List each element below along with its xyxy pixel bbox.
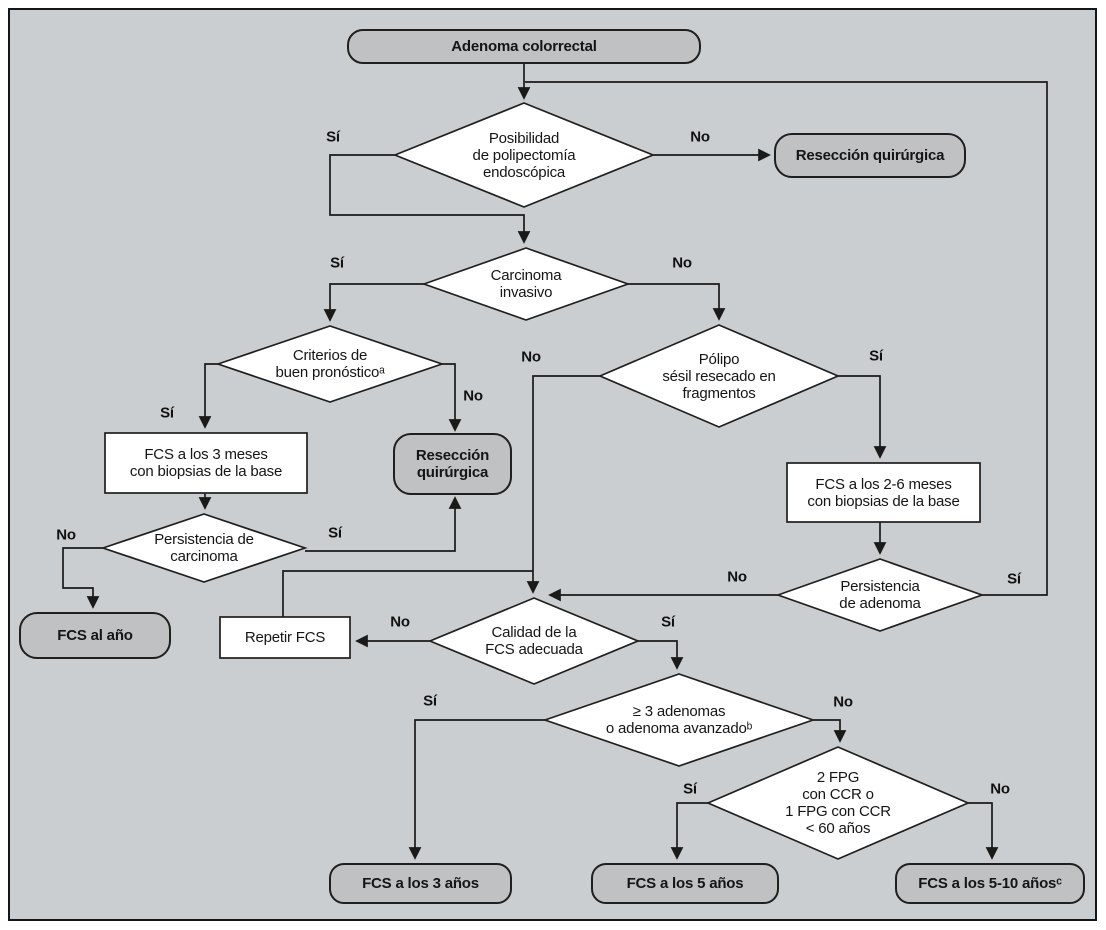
d-calidad-shape bbox=[427, 597, 641, 685]
reseccion-mid-shape bbox=[393, 433, 512, 495]
fcs-3-anos-shape bbox=[329, 863, 512, 904]
edge-polipectomia-si-carcinoma bbox=[329, 154, 531, 244]
fcs-5-anos-shape bbox=[591, 863, 779, 904]
edge-fpg-si-fcs5y bbox=[670, 802, 708, 860]
edge-pers-carcinoma-si-surgery bbox=[305, 496, 462, 552]
d-criterios-shape bbox=[215, 325, 445, 403]
edge-adenomas-si-fcs3y bbox=[408, 719, 545, 860]
d-pers-adenoma-shape bbox=[775, 558, 985, 632]
edge-polipo-si-fcs26m bbox=[838, 375, 887, 459]
edge-pers-carcinoma-no-fcs1y bbox=[62, 547, 103, 609]
fcs-510-anos-shape bbox=[895, 863, 1085, 904]
d-adenomas-shape bbox=[542, 673, 816, 767]
edge-criterios-si-fcs3m bbox=[198, 363, 218, 429]
d-polipo-shape bbox=[597, 324, 841, 428]
fcs-3-meses-shape bbox=[104, 432, 308, 494]
d-pers-carcinoma-shape bbox=[100, 513, 308, 583]
edge-pers-adenoma-si-loop bbox=[525, 81, 1048, 596]
edge-fpg-no-fcs510y bbox=[968, 802, 999, 860]
edge-repetir-loop bbox=[282, 570, 533, 617]
d-polipectomia-shape bbox=[392, 102, 656, 208]
edge-adenomas-no-fpg bbox=[813, 719, 847, 743]
edge-criterios-no-surgery bbox=[442, 363, 462, 432]
start-node-shape bbox=[347, 29, 701, 64]
reseccion-top-shape bbox=[774, 133, 966, 178]
d-fpg-shape bbox=[705, 746, 971, 860]
edge-carcinoma-no-polipo bbox=[628, 283, 726, 321]
edge-carcinoma-si-criterios bbox=[323, 283, 424, 322]
edge-polipo-no-calidad bbox=[526, 375, 600, 594]
edge-calidad-si-adenomas bbox=[638, 640, 684, 670]
fcs-al-ano-shape bbox=[19, 612, 171, 659]
d-carcinoma-shape bbox=[421, 247, 631, 321]
fcs-26-meses-shape bbox=[786, 462, 981, 523]
repetir-fcs-shape bbox=[219, 616, 351, 659]
